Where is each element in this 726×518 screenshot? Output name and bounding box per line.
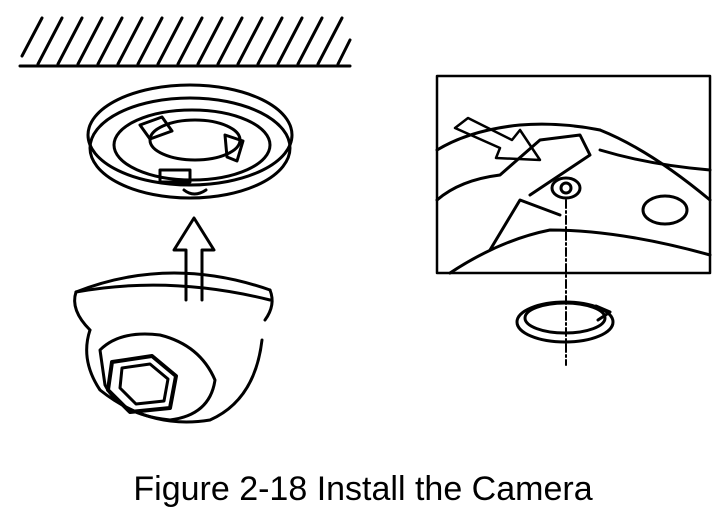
figure-number: Figure 2-18	[133, 470, 308, 508]
figure-title: Install the Camera	[316, 470, 593, 508]
rotate-icon	[515, 300, 615, 344]
dome-camera	[73, 271, 274, 424]
ceiling-hatch	[18, 16, 352, 68]
detail-inset	[435, 74, 712, 275]
figure-caption: Figure 2-18 Install the Camera	[0, 470, 726, 509]
installation-illustration	[18, 16, 712, 424]
up-arrow	[172, 216, 216, 302]
direction-arrow	[453, 116, 542, 162]
mounting-base	[86, 83, 294, 200]
